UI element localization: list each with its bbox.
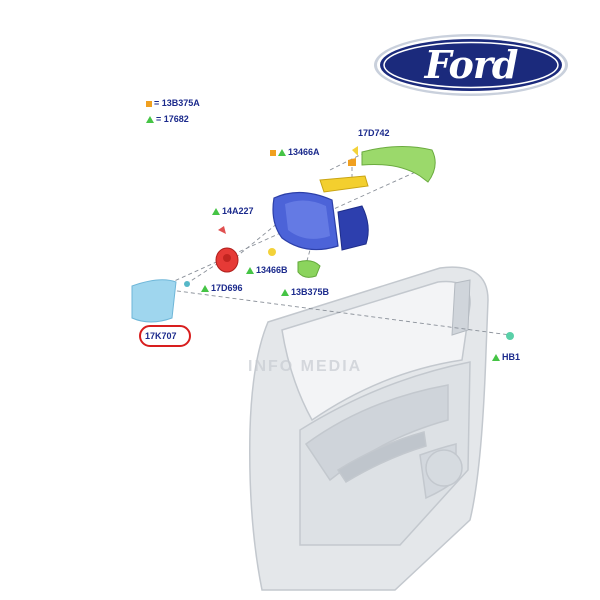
- fastener-hb1: [506, 332, 514, 340]
- fastener-13466a: [348, 158, 356, 166]
- label-17D742: 17D742: [358, 128, 390, 138]
- label-17D696: 17D696: [201, 283, 243, 294]
- highlight-ring-17K707: [139, 325, 191, 347]
- triangle-marker-icon: [492, 354, 500, 361]
- triangle-marker-icon: [281, 289, 289, 296]
- clip-part: [218, 226, 226, 234]
- ford-logo: Ford: [372, 32, 570, 98]
- fastener-17682: [352, 146, 358, 156]
- mirror-housing-part: [272, 191, 369, 251]
- label-13B375B: 13B375B: [281, 287, 329, 298]
- triangle-marker-icon: [246, 267, 254, 274]
- triangle-marker-icon: [278, 149, 286, 156]
- label-17K707: 17K707: [145, 331, 177, 341]
- ford-oval: [380, 39, 562, 91]
- bracket-part: [319, 175, 369, 193]
- triangle-marker-icon: [201, 285, 209, 292]
- label-14A227: 14A227: [212, 206, 254, 217]
- triangle-marker-icon: [146, 116, 154, 123]
- cover-part: [297, 260, 321, 278]
- label-13466B: 13466B: [246, 265, 288, 276]
- mirror-cap-part: [361, 145, 436, 183]
- door-panel: [249, 266, 489, 591]
- legend-item-triangle: = 17682: [146, 114, 189, 125]
- square-marker-icon: [270, 150, 276, 156]
- triangle-marker-icon: [212, 208, 220, 215]
- ford-logo-text: Ford: [424, 42, 519, 87]
- window-channel: [451, 279, 471, 336]
- label-13466A: 13466A: [270, 147, 320, 158]
- mirror-actuator-part: [215, 247, 239, 273]
- mirror-glass-part: [131, 279, 177, 323]
- legend-item-square: = 13B375A: [146, 98, 200, 109]
- square-marker-icon: [146, 101, 152, 107]
- fastener-17D696: [184, 281, 190, 287]
- watermark-text: INFO MEDIA: [248, 358, 363, 375]
- legend-text: = 17682: [156, 114, 189, 124]
- pin-part: [268, 248, 276, 256]
- legend-text: = 13B375A: [154, 98, 200, 108]
- label-HB1: HB1: [492, 352, 520, 363]
